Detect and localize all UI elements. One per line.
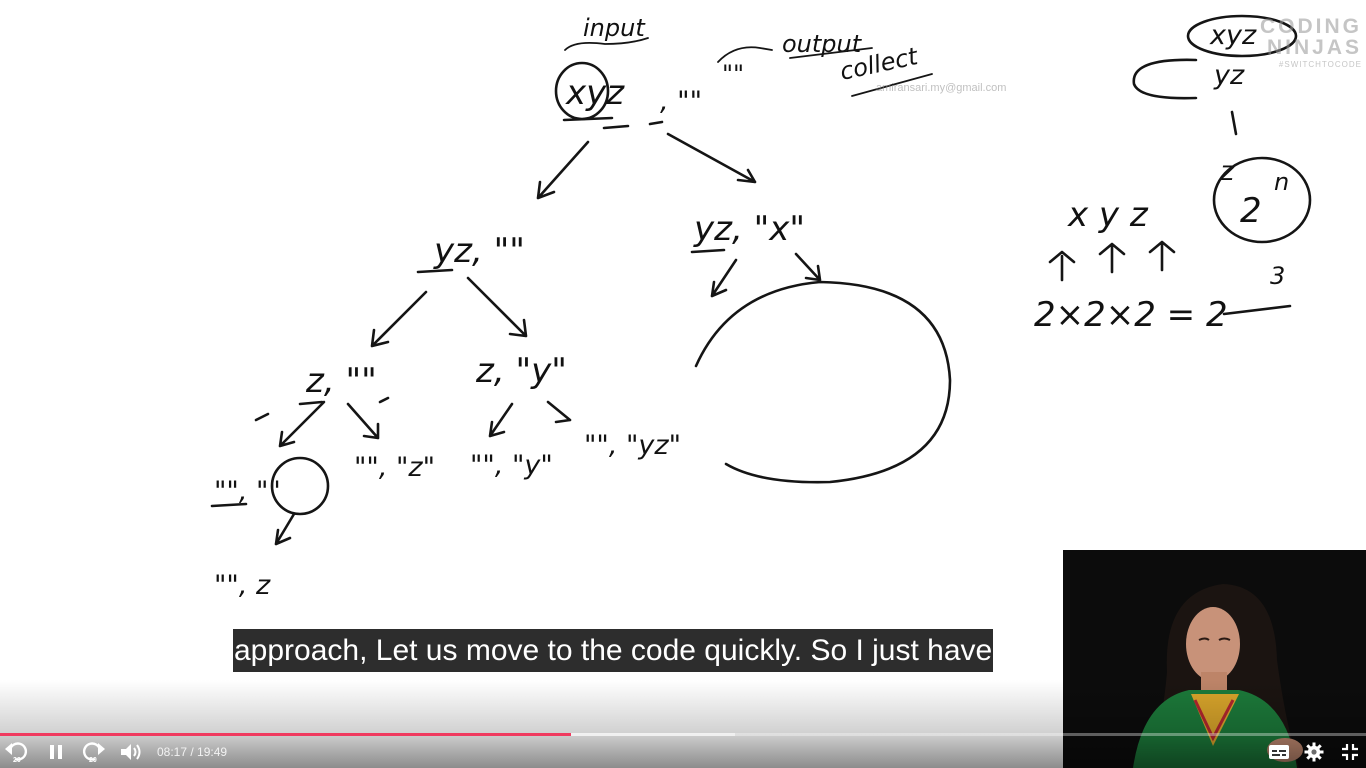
output-underline bbox=[789, 47, 873, 59]
left1-underline bbox=[416, 268, 454, 274]
formula-underline bbox=[1222, 304, 1292, 316]
root-underline bbox=[562, 116, 664, 130]
coding-ninjas-logo: CODING NINJAS #SWITCHTOCODE bbox=[1202, 16, 1362, 74]
current-time: 08:17 bbox=[157, 745, 188, 759]
side-loop-arrow bbox=[1132, 58, 1198, 100]
label-right2: z, "y" bbox=[475, 351, 567, 391]
collect-underline bbox=[851, 73, 933, 97]
arrow-leaf1-down bbox=[274, 512, 296, 546]
subtitles-icon bbox=[1268, 743, 1290, 761]
arrow-right1-left bbox=[710, 258, 738, 298]
exit-fullscreen-button[interactable] bbox=[1338, 738, 1362, 766]
email-watermark: amiransari.my@gmail.com bbox=[876, 82, 1007, 94]
label-side-n: n bbox=[1274, 168, 1289, 196]
volume-button[interactable] bbox=[118, 738, 144, 766]
formula-up-arrows bbox=[1048, 240, 1176, 282]
side-2n-circle bbox=[1212, 156, 1312, 244]
logo-line-1: CODING bbox=[1260, 15, 1362, 38]
subtitle-caption: approach, Let us move to the code quickl… bbox=[233, 629, 994, 672]
rewind-seconds: 20 bbox=[13, 757, 21, 764]
arrow-root-right bbox=[666, 132, 757, 184]
progress-bar[interactable] bbox=[0, 733, 1366, 736]
label-side-yz: yz bbox=[1213, 60, 1245, 91]
arrow-right1-right bbox=[794, 252, 822, 282]
side-xyz-circle bbox=[1186, 14, 1298, 58]
forward-button[interactable]: 20 bbox=[80, 738, 106, 766]
volume-icon bbox=[119, 742, 143, 762]
arrow-left2-right bbox=[346, 396, 390, 440]
arrow-left1-left bbox=[370, 290, 428, 348]
duration: 19:49 bbox=[197, 745, 228, 759]
label-root: xyz bbox=[565, 73, 625, 113]
pause-button[interactable] bbox=[44, 738, 68, 766]
subtitles-button[interactable] bbox=[1266, 738, 1292, 766]
forward-seconds: 20 bbox=[89, 757, 97, 764]
label-left2: z, "" bbox=[305, 361, 377, 401]
arrow-left1-right bbox=[466, 276, 528, 338]
input-brace bbox=[564, 37, 649, 51]
leaf1-circle bbox=[270, 456, 330, 516]
arrow-left2-left bbox=[254, 400, 326, 448]
presenter-image bbox=[1063, 550, 1366, 768]
played-bar bbox=[0, 733, 571, 736]
leaf1-underline bbox=[210, 502, 248, 508]
time-display: 08:17 / 19:49 bbox=[157, 743, 227, 761]
right1-underline bbox=[690, 248, 726, 254]
label-leaf4: "", "yz" bbox=[584, 430, 681, 461]
label-side-2n: 2 bbox=[1240, 191, 1262, 231]
rewind-button[interactable]: 20 bbox=[4, 738, 30, 766]
settings-button[interactable] bbox=[1302, 738, 1326, 766]
rewind-20-icon: 20 bbox=[4, 738, 30, 766]
time-separator: / bbox=[187, 745, 198, 759]
gear-icon bbox=[1304, 742, 1324, 762]
label-left1: yz, "" bbox=[433, 231, 525, 271]
logo-line-2: NINJAS bbox=[1266, 36, 1362, 59]
presenter-webcam bbox=[1063, 550, 1366, 768]
pause-icon bbox=[48, 743, 64, 761]
label-leaf2: "", "z" bbox=[354, 452, 435, 483]
arrow-root-left bbox=[536, 140, 590, 200]
left2-underline bbox=[298, 400, 324, 406]
exit-fullscreen-icon bbox=[1341, 743, 1359, 761]
label-leaf1: "", "" bbox=[214, 476, 281, 507]
logo-tagline: #SWITCHTOCODE bbox=[1278, 60, 1362, 69]
label-bottom: "", z bbox=[214, 570, 271, 601]
label-input: input bbox=[583, 14, 646, 42]
label-leaf3: "", "y" bbox=[470, 450, 553, 481]
label-side-xyz: xyz bbox=[1209, 20, 1257, 51]
output-pointer bbox=[717, 46, 773, 63]
label-formula: 2×2×2 = 2 bbox=[1034, 295, 1228, 335]
side-tick bbox=[1230, 110, 1238, 136]
forward-20-icon: 20 bbox=[80, 738, 106, 766]
label-root-suffix: , "" bbox=[660, 86, 702, 117]
label-right1: yz, "x" bbox=[693, 209, 805, 249]
right-subtree-circle bbox=[694, 280, 952, 484]
arrow-right2-right bbox=[546, 400, 572, 424]
label-empty-string: "" bbox=[722, 60, 744, 88]
label-formula-exp: 3 bbox=[1270, 262, 1285, 290]
label-formula-letters: x y z bbox=[1067, 195, 1149, 235]
arrow-right2-left bbox=[488, 402, 514, 438]
